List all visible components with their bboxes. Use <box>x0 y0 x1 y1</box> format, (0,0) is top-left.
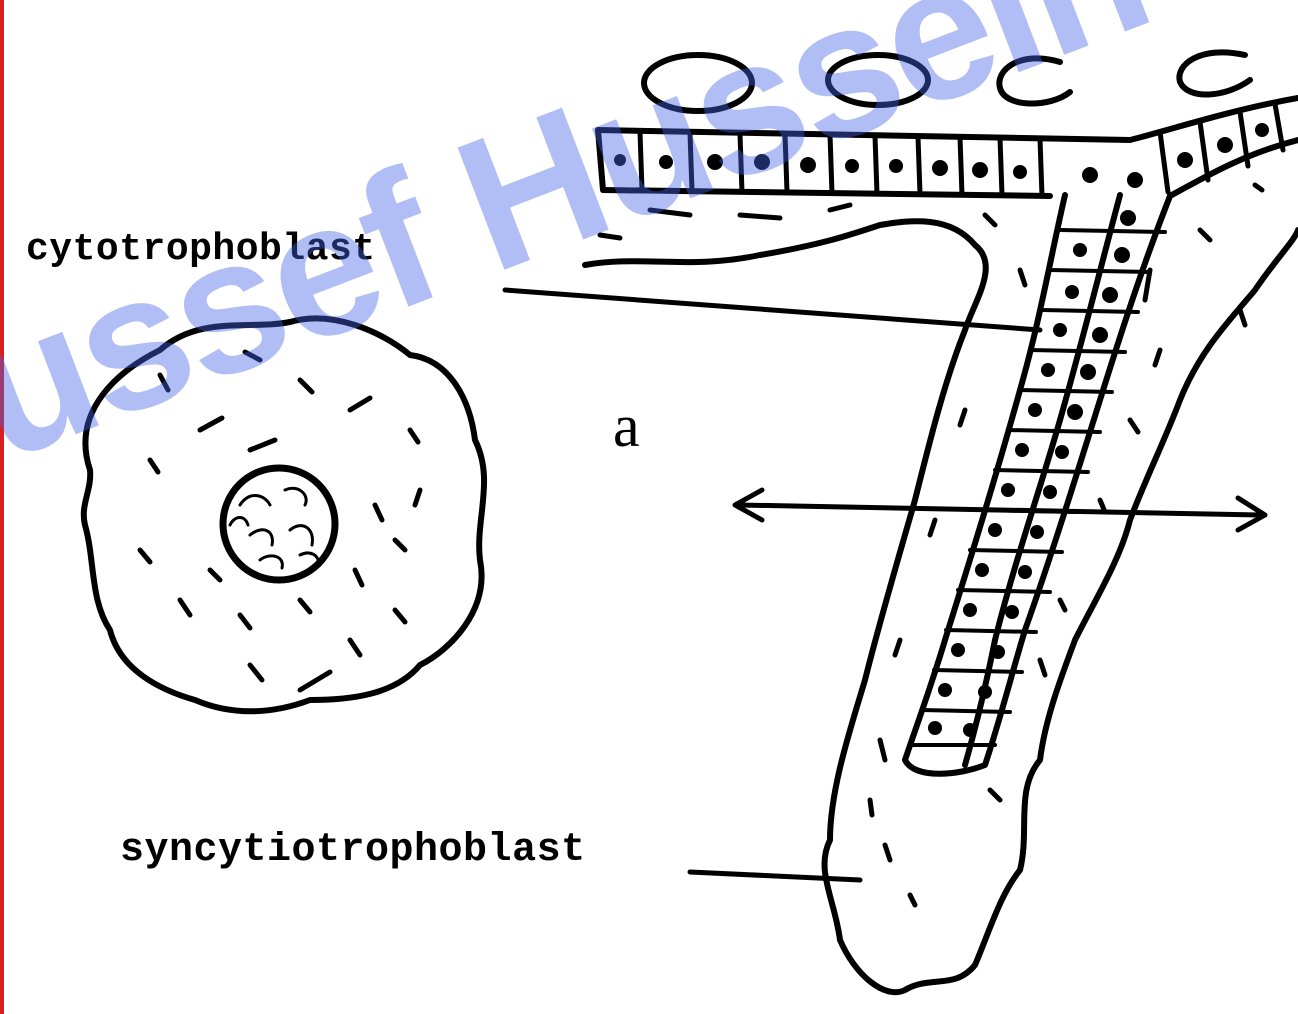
maternal-cell <box>1179 52 1250 94</box>
cytotrophoblast-label: cytotrophoblast <box>26 228 376 271</box>
maternal-cell <box>999 58 1070 103</box>
maternal-cell <box>644 55 752 111</box>
syncytium-outline <box>585 221 1298 992</box>
panel-letter-label: a <box>613 392 640 461</box>
section-arrow <box>735 490 1265 530</box>
maternal-cells <box>644 52 1250 111</box>
villus-cross-section <box>84 318 484 711</box>
villus-outline <box>84 318 484 711</box>
cytotrophoblast-leader <box>505 290 1040 330</box>
syncytiotrophoblast-leader <box>690 872 860 880</box>
anchoring-villus <box>585 167 1298 992</box>
syncytiotrophoblast-label: syncytiotrophoblast <box>120 828 586 873</box>
maternal-cell <box>828 55 928 105</box>
